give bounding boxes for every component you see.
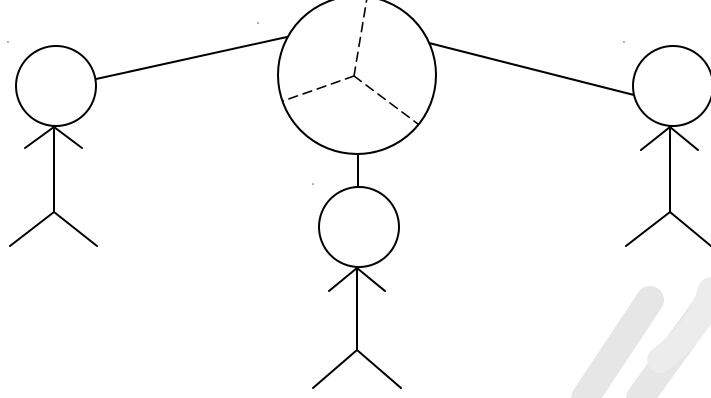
figure-right-head: [633, 46, 711, 126]
stick-figure-right: [626, 46, 711, 246]
figure-right-leg-right: [670, 212, 711, 246]
figure-center-leg-right: [357, 350, 401, 388]
figure-center-head: [319, 187, 399, 267]
figure-center-arm-left: [329, 268, 357, 291]
figure-center-leg-left: [313, 350, 357, 388]
hub-node: [278, 0, 436, 154]
connection-right-to-hub: [429, 43, 634, 95]
figure-left-head: [16, 46, 96, 126]
figure-left-leg-left: [10, 212, 54, 246]
figure-right-leg-left: [626, 212, 670, 246]
hub-circle: [278, 0, 436, 154]
figure-left-arm-left: [25, 127, 54, 148]
figure-left-arm-right: [54, 127, 82, 148]
stick-figure-left: [10, 46, 97, 246]
connection-left-to-hub: [96, 37, 287, 79]
figure-center-arm-right: [357, 268, 385, 291]
figure-left-leg-right: [54, 212, 97, 246]
stick-figure-center: [313, 187, 401, 388]
figure-right-arm-left: [641, 127, 670, 150]
figure-right-arm-right: [670, 127, 698, 150]
watermark: [585, 290, 711, 398]
